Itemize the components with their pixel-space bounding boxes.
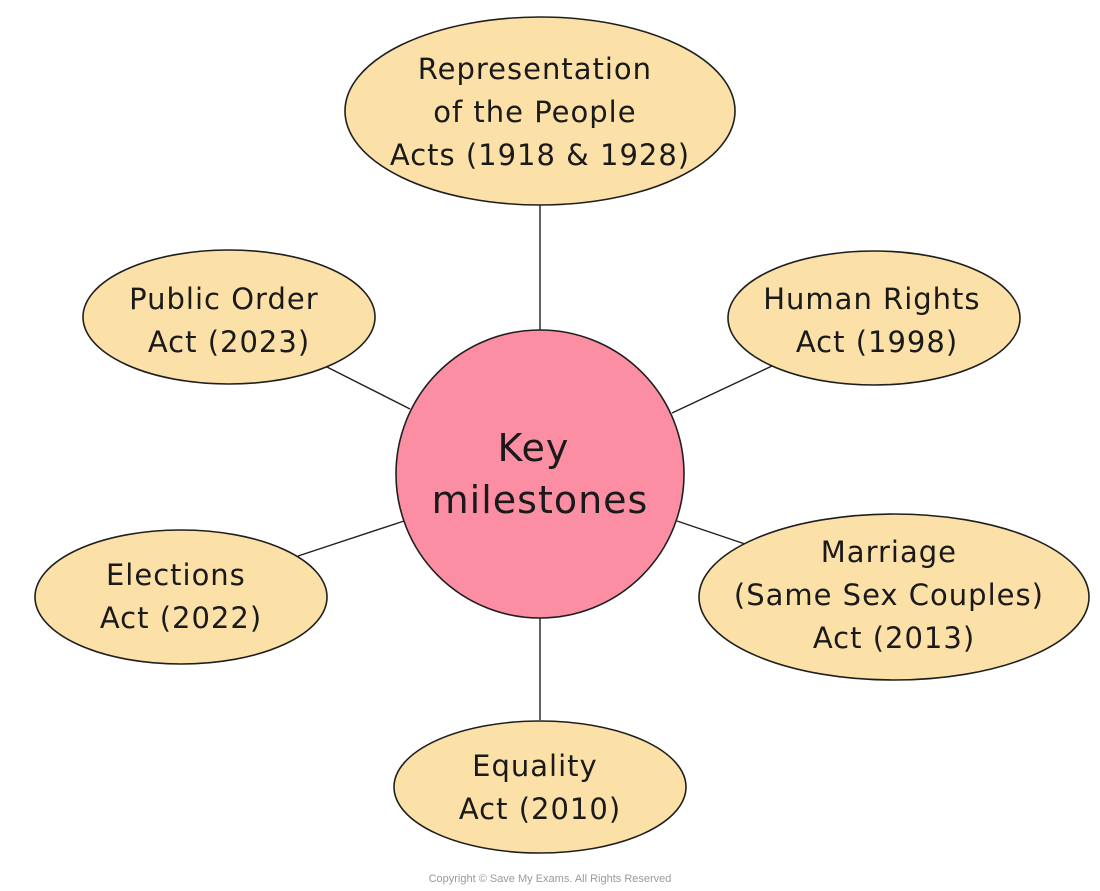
milestone-label: Elections Act (2022) bbox=[100, 558, 262, 635]
milestone-marriage-same-sex-couples-act: Marriage (Same Sex Couples) Act (2013) bbox=[698, 513, 1090, 681]
milestone-elections-act: Elections Act (2022) bbox=[34, 529, 328, 665]
connector-public-order-act bbox=[324, 365, 411, 410]
center-label: Key milestones bbox=[432, 426, 649, 522]
connector-marriage-same-sex-couples-act bbox=[676, 520, 746, 545]
connector-human-rights-act bbox=[671, 365, 773, 414]
milestone-label-line: Human Rights bbox=[763, 282, 980, 316]
center-label-line: Key bbox=[498, 426, 570, 470]
milestone-label-line: Public Order bbox=[129, 282, 318, 316]
milestone-equality-act: Equality Act (2010) bbox=[393, 720, 687, 854]
connectors bbox=[297, 205, 773, 720]
milestone-label: Equality Act (2010) bbox=[459, 749, 621, 826]
milestone-label-line: Act (2022) bbox=[100, 601, 262, 635]
center-label-line: milestones bbox=[432, 478, 649, 522]
milestone-label-line: of the People bbox=[433, 95, 636, 129]
milestone-label-line: Act (2023) bbox=[148, 325, 310, 359]
milestone-human-rights-act: Human Rights Act (1998) bbox=[727, 250, 1021, 386]
milestone-public-order-act: Public Order Act (2023) bbox=[82, 249, 376, 385]
copyright-notice: Copyright © Save My Exams. All Rights Re… bbox=[428, 873, 672, 885]
connector-elections-act bbox=[297, 520, 405, 557]
milestone-label: Public Order Act (2023) bbox=[129, 282, 329, 359]
milestone-label-line: Marriage bbox=[821, 535, 957, 569]
milestone-representation-of-the-people-acts: Representation of the People Acts (1918 … bbox=[344, 16, 736, 206]
milestone-label-line: Act (2010) bbox=[459, 792, 621, 826]
milestone-label-line: Acts (1918 & 1928) bbox=[390, 138, 690, 172]
milestone-label: Marriage (Same Sex Couples) Act (2013) bbox=[734, 535, 1054, 655]
milestone-label: Human Rights Act (1998) bbox=[763, 282, 991, 359]
milestone-label-line: Act (2013) bbox=[813, 621, 975, 655]
milestone-label-line: Act (1998) bbox=[796, 325, 958, 359]
milestone-label-line: (Same Sex Couples) bbox=[734, 578, 1044, 612]
milestone-label: Representation of the People Acts (1918 … bbox=[390, 52, 690, 172]
center-node: Key milestones bbox=[395, 329, 685, 619]
milestone-label-line: Representation bbox=[418, 52, 652, 86]
milestone-label-line: Elections bbox=[106, 558, 246, 592]
milestone-label-line: Equality bbox=[472, 749, 598, 783]
